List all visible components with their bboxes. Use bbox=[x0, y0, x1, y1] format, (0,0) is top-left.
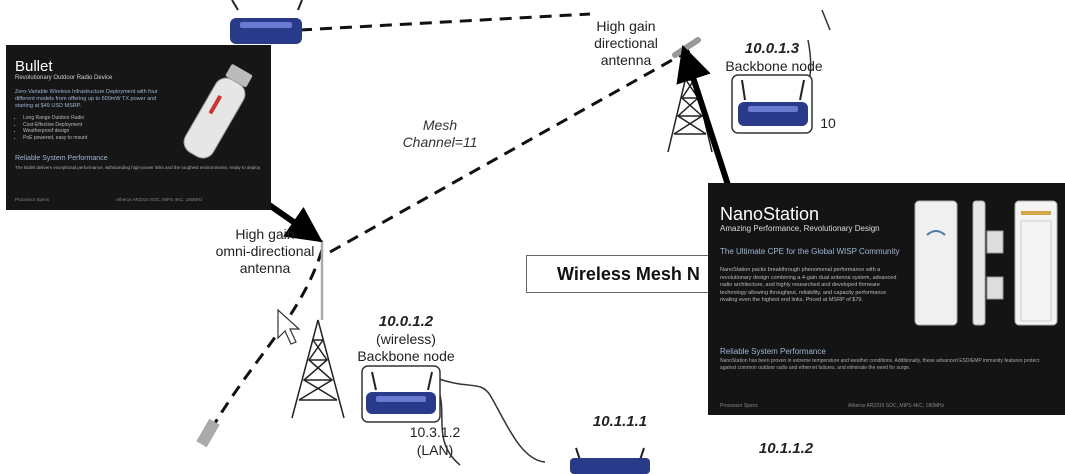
nano-title: NanoStation bbox=[720, 204, 820, 224]
nano-section-title: Reliable System Performance bbox=[720, 347, 826, 356]
nano-body: NanoStation packs breakthrough phenomena… bbox=[720, 267, 897, 303]
mid-node-role: Backbone node bbox=[357, 348, 455, 364]
nano-heading: The Ultimate CPE for the Global WISP Com… bbox=[720, 247, 900, 256]
bullet-footer-left: Processor Specs bbox=[15, 197, 50, 202]
router-bottom bbox=[570, 447, 650, 474]
callout-arrows bbox=[260, 44, 731, 243]
antenna-bottom-left bbox=[196, 418, 220, 448]
bottom-ip-1: 10.1.1.1 bbox=[592, 413, 648, 430]
nano-section-text: NanoStation has been proven in extreme t… bbox=[720, 358, 1040, 371]
lan-cable-1 bbox=[435, 377, 546, 463]
directional-antenna-label: High gain directional antenna bbox=[594, 18, 658, 68]
nanostation-product-card: NanoStation Amazing Performance, Revolut… bbox=[708, 183, 1065, 415]
omni-antenna-label: High gain omni-directional antenna bbox=[215, 226, 315, 276]
lan-ip: 10.3.1.2 bbox=[409, 424, 461, 440]
bullet-features: Long Range Outdoor Radio Cost-Effective … bbox=[15, 115, 163, 141]
mesh-channel-label: Mesh Channel=11 bbox=[402, 117, 478, 150]
arrow-nanostation bbox=[676, 44, 731, 186]
bullet-product-card: Bullet Revolutionary Outdoor Radio Devic… bbox=[6, 45, 271, 210]
top-node-role: Backbone node bbox=[725, 58, 823, 74]
nano-subtitle: Amazing Performance, Revolutionary Desig… bbox=[720, 224, 880, 233]
bullet-feature: Weatherproof design bbox=[23, 128, 163, 135]
router-mid bbox=[361, 365, 441, 423]
bullet-feature: Long Range Outdoor Radio bbox=[23, 115, 163, 122]
mesh-links bbox=[203, 12, 691, 441]
bullet-subtitle: Revolutionary Outdoor Radio Device bbox=[15, 75, 113, 81]
bullet-feature: PoE powered, easy to mount bbox=[23, 135, 163, 142]
nano-footer-left: Processor Specs bbox=[720, 403, 758, 409]
mesh-link-top bbox=[299, 12, 591, 32]
bullet-device-image bbox=[183, 64, 253, 159]
bullet-footer-right: Atheros AR2315 SOC, MIPS 4KC, 180MHz bbox=[116, 197, 203, 202]
bullet-intro: Zero-Variable Wireless Infrastructure De… bbox=[15, 89, 158, 109]
lan-cable-4 bbox=[821, 9, 831, 31]
nano-footer-right: Atheros AR2315 SOC, MIPS 4KC, 180MHz bbox=[848, 403, 945, 409]
top-node-ip: 10.0.1.3 bbox=[744, 40, 800, 57]
top-node-partial: 10 bbox=[820, 115, 836, 131]
mesh-link-diagonal bbox=[329, 48, 691, 254]
cursor-icon bbox=[277, 308, 301, 345]
bottom-ip-2: 10.1.1.2 bbox=[758, 440, 814, 457]
mid-node-ip: 10.0.1.2 bbox=[378, 313, 434, 330]
diagram-title-box: Wireless Mesh N bbox=[526, 255, 716, 293]
bullet-feature: Cost-Effective Deployment bbox=[23, 122, 163, 129]
bullet-section-title: Reliable System Performance bbox=[15, 155, 108, 162]
nanostation-device-image bbox=[914, 200, 1058, 326]
mesh-link-left bbox=[203, 249, 324, 441]
router-top-right bbox=[731, 74, 813, 134]
lan-type: (LAN) bbox=[416, 442, 454, 458]
bullet-title: Bullet bbox=[15, 58, 53, 75]
bullet-section-text: The Bullet delivers exceptional performa… bbox=[15, 165, 262, 170]
tower-mid bbox=[291, 319, 345, 419]
router-top-left bbox=[230, 0, 303, 44]
mid-node-type: (wireless) bbox=[376, 331, 436, 347]
